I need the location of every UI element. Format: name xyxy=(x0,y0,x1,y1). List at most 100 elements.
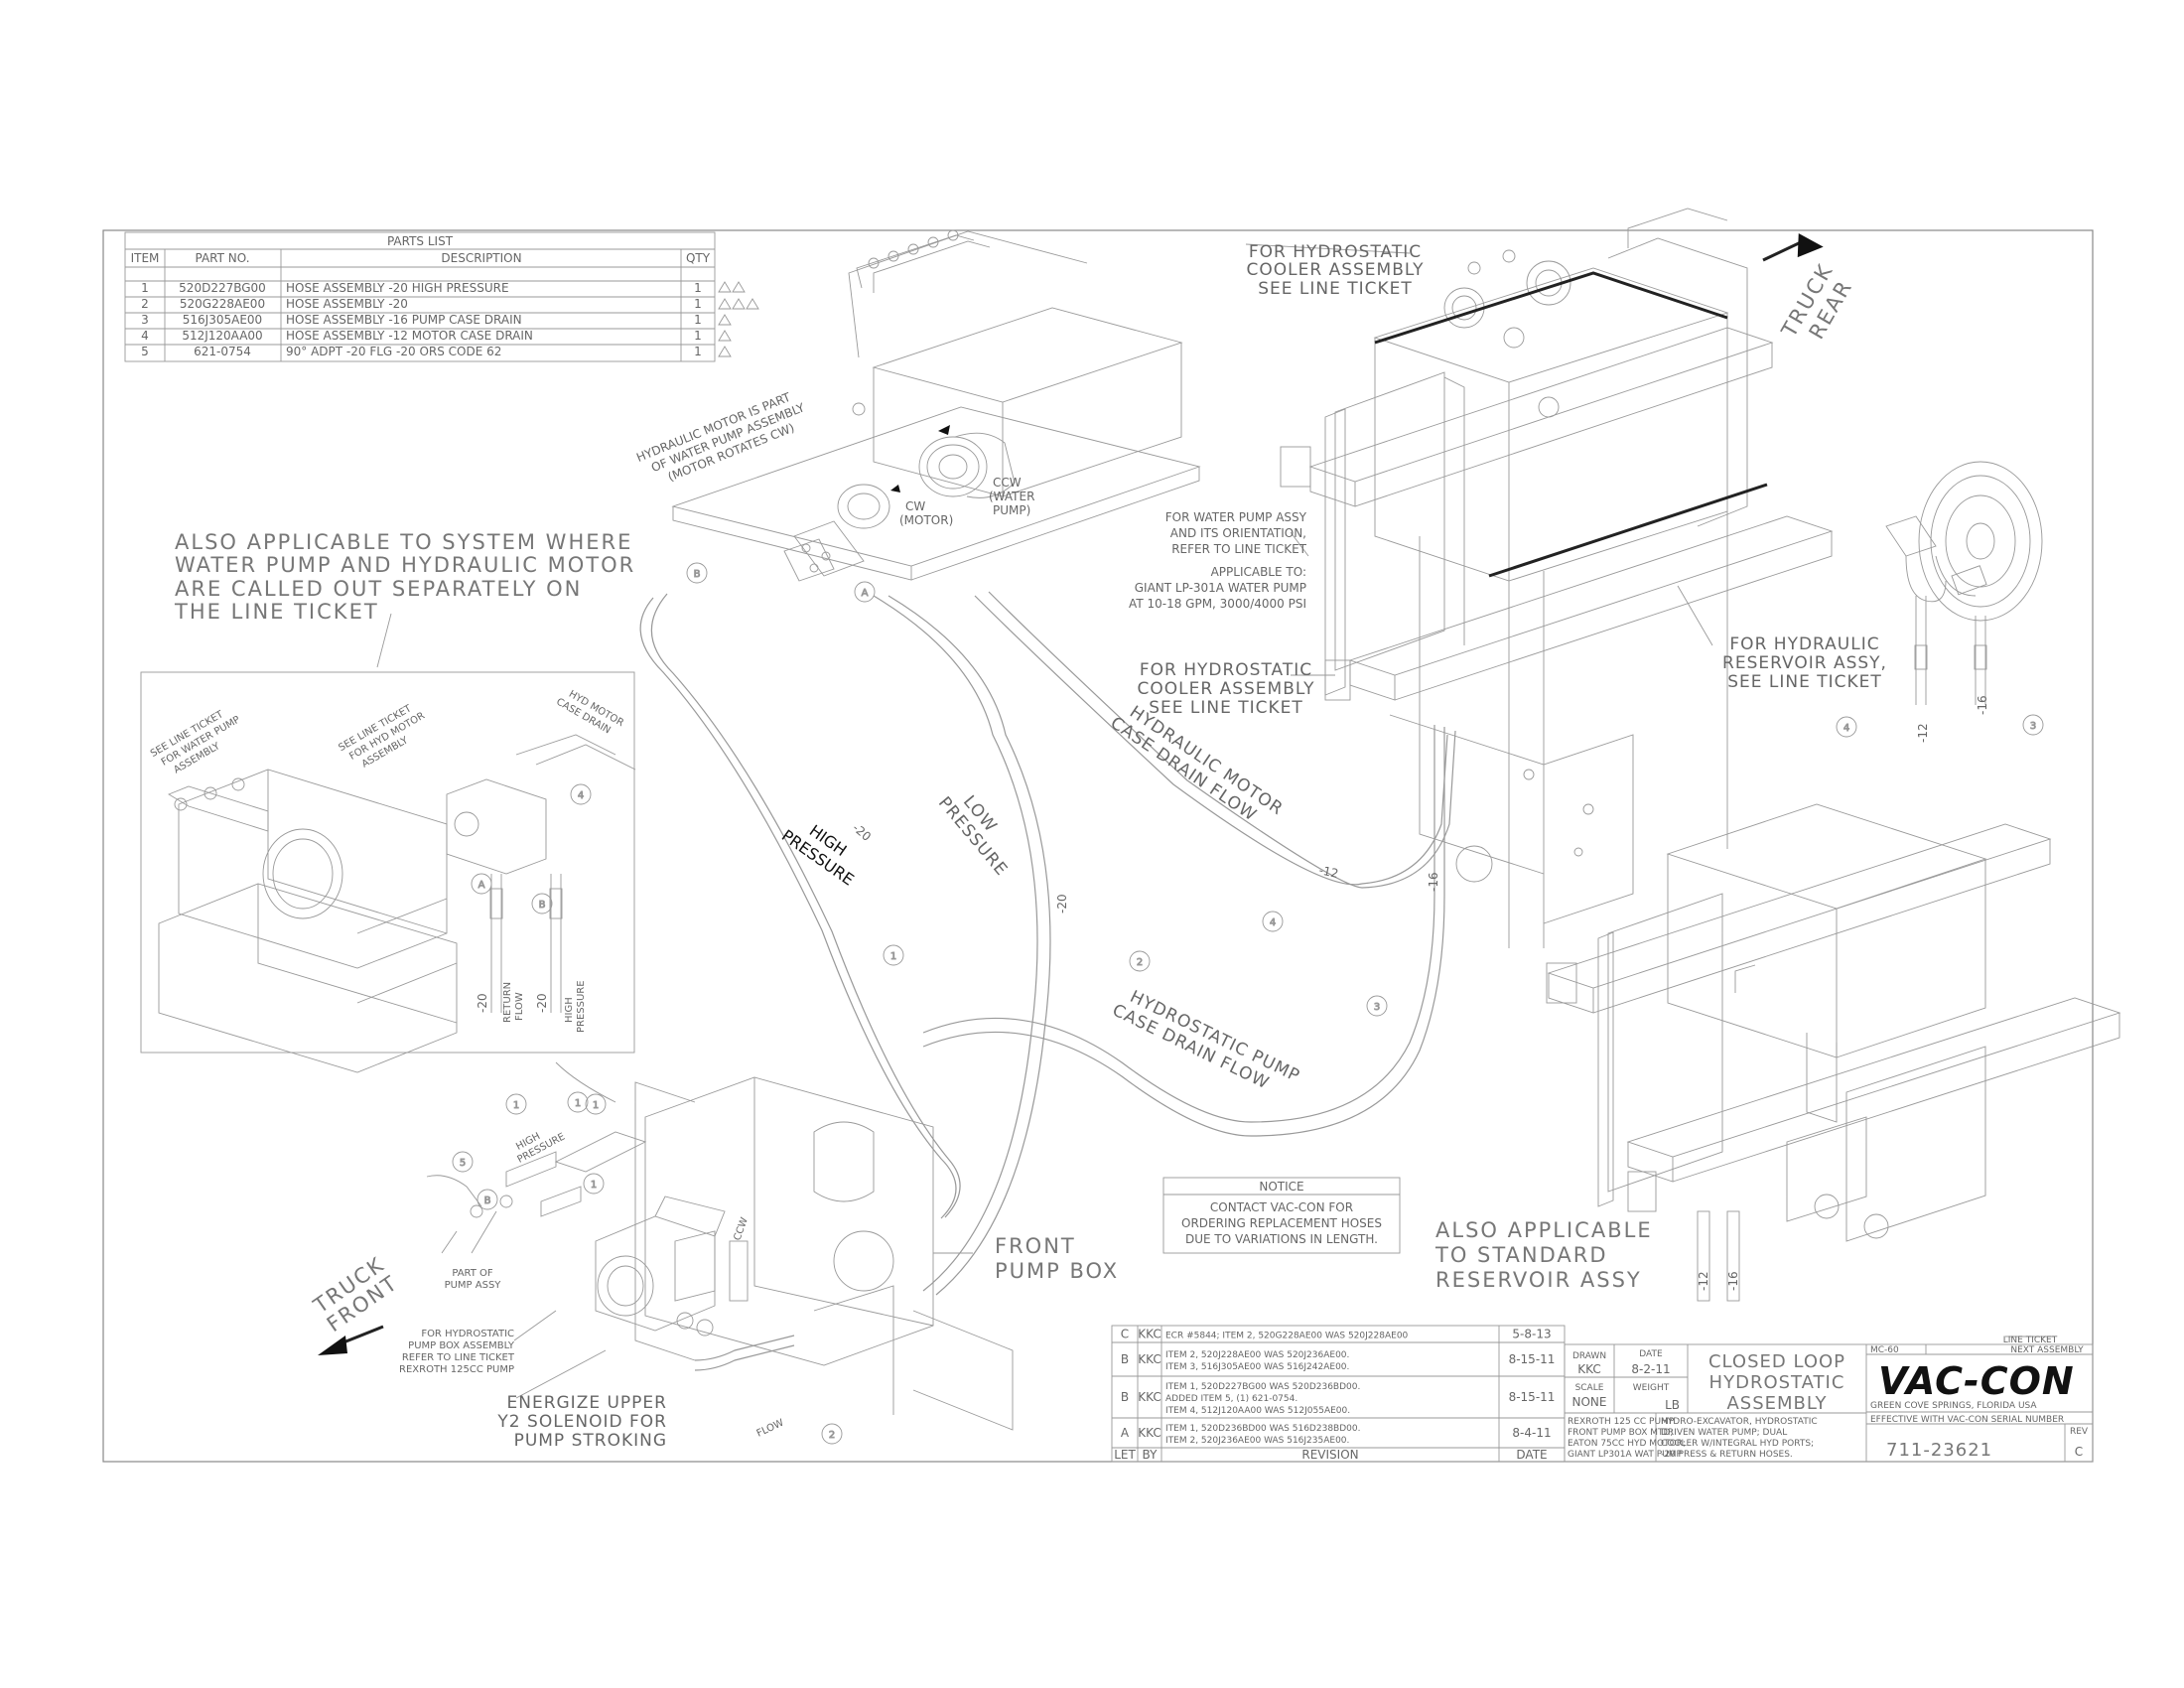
svg-text:DATE: DATE xyxy=(1516,1448,1547,1462)
revision-text: ADDED ITEM 5, (1) 621-0754. xyxy=(1165,1394,1297,1404)
svg-text:-16: -16 xyxy=(1427,872,1440,892)
svg-text:-20: -20 xyxy=(1055,894,1069,914)
revision-text: ITEM 2, 520J228AE00 WAS 520J236AE00. xyxy=(1165,1350,1349,1360)
hydrostatic-pump xyxy=(426,1131,749,1336)
svg-text:FRONT: FRONT xyxy=(995,1234,1076,1258)
callout-label: 3 xyxy=(1374,1002,1380,1013)
svg-text:PART OF: PART OF xyxy=(452,1268,493,1279)
callout-bubble xyxy=(883,944,904,966)
svg-text:REFER TO LINE TICKET: REFER TO LINE TICKET xyxy=(402,1352,515,1363)
parts-row-description: 90° ADPT -20 FLG -20 ORS CODE 62 xyxy=(286,345,501,358)
svg-text:HYDRAULIC MOTOR: HYDRAULIC MOTOR xyxy=(1126,702,1287,819)
svg-text:ALSO APPLICABLE: ALSO APPLICABLE xyxy=(1435,1218,1653,1242)
revision-letter: C xyxy=(1121,1328,1129,1341)
svg-text:FOR HYDROSTATIC: FOR HYDROSTATIC xyxy=(1249,242,1422,262)
parts-row-description: HOSE ASSEMBLY -12 MOTOR CASE DRAIN xyxy=(286,329,533,343)
inset-text-drain: HYD MOTOR CASE DRAIN xyxy=(554,689,625,737)
parts-row-item: 2 xyxy=(141,297,149,311)
parts-row-item: 1 xyxy=(141,281,149,295)
callout-bubble xyxy=(583,1173,605,1195)
callout-bubble xyxy=(1262,911,1284,932)
svg-text:PUMP BOX ASSEMBLY: PUMP BOX ASSEMBLY xyxy=(408,1340,515,1351)
svg-text:711-23621: 711-23621 xyxy=(1886,1440,1992,1461)
callout-label: 3 xyxy=(2030,721,2036,732)
svg-text:CW: CW xyxy=(905,499,925,513)
callout-label: B xyxy=(694,569,701,580)
callout-bubble xyxy=(505,1093,527,1115)
svg-text:COOLER W/INTEGRAL HYD PORTS;: COOLER W/INTEGRAL HYD PORTS; xyxy=(1661,1439,1814,1449)
callout-label: 1 xyxy=(575,1098,581,1109)
svg-text:FRONT PUMP BOX MTD;: FRONT PUMP BOX MTD; xyxy=(1568,1428,1673,1438)
parts-header-qty: QTY xyxy=(686,251,711,265)
svg-text:-16: -16 xyxy=(1976,695,1989,715)
callout-label: 1 xyxy=(591,1180,597,1191)
revision-text: ITEM 1, 520D236BD00 WAS 516D238BD00. xyxy=(1165,1424,1360,1434)
parts-row-description: HOSE ASSEMBLY -20 xyxy=(286,297,408,311)
callout-bubble xyxy=(1836,716,1857,738)
parts-row-item: 5 xyxy=(141,345,149,358)
svg-text:EATON 75CC HYD MOTOR;: EATON 75CC HYD MOTOR; xyxy=(1568,1439,1686,1449)
svg-text:PUMP ASSY: PUMP ASSY xyxy=(445,1280,502,1291)
parts-row-qty: 1 xyxy=(694,297,702,311)
parts-row-part-no: 520G228AE00 xyxy=(180,297,265,311)
svg-text:SEE LINE TICKET: SEE LINE TICKET xyxy=(1258,279,1413,299)
parts-row-qty: 1 xyxy=(694,345,702,358)
svg-text:Y2 SOLENOID FOR: Y2 SOLENOID FOR xyxy=(496,1412,667,1432)
parts-row-part-no: 520D227BG00 xyxy=(179,281,266,295)
callout-bubble xyxy=(1366,995,1388,1017)
parts-row-part-no: 516J305AE00 xyxy=(183,313,262,327)
svg-text:C: C xyxy=(2075,1445,2083,1459)
standard-reservoir-assembly xyxy=(1546,803,2121,1302)
svg-text:EFFECTIVE WITH VAC-CON SERIAL: EFFECTIVE WITH VAC-CON SERIAL NUMBER xyxy=(1870,1415,2064,1425)
callout-bubble xyxy=(585,1093,607,1115)
svg-text:WATER PUMP AND HYDRAULIC MOTOR: WATER PUMP AND HYDRAULIC MOTOR xyxy=(175,553,635,577)
svg-text:REVISION: REVISION xyxy=(1301,1448,1358,1462)
revision-letter: B xyxy=(1121,1390,1129,1404)
svg-text:PUMP STROKING: PUMP STROKING xyxy=(514,1431,667,1451)
note-also-system: ALSO APPLICABLE TO SYSTEM WHERE WATER PU… xyxy=(174,530,635,624)
svg-text:SEE LINE TICKET: SEE LINE TICKET xyxy=(1149,698,1303,718)
note-hyd-motor-part: HYDRAULIC MOTOR IS PART OF WATER PUMP AS… xyxy=(634,390,807,485)
callout-label: 4 xyxy=(578,790,584,801)
cooler-top-edge xyxy=(1374,271,1728,345)
svg-text:FLOW: FLOW xyxy=(514,992,525,1021)
svg-text:REFER TO LINE TICKET: REFER TO LINE TICKET xyxy=(1171,542,1306,556)
parts-row-description: HOSE ASSEMBLY -16 PUMP CASE DRAIN xyxy=(286,313,522,327)
inset-text-water: SEE LINE TICKET FOR WATER PUMP ASSEMBLY xyxy=(149,709,242,776)
callout-bubble xyxy=(567,1091,589,1113)
svg-text:COOLER ASSEMBLY: COOLER ASSEMBLY xyxy=(1247,260,1425,280)
svg-text:(MOTOR): (MOTOR) xyxy=(899,513,953,527)
label-low-pressure: LOW PRESSURE xyxy=(934,792,1012,881)
svg-text:RETURN: RETURN xyxy=(502,982,513,1023)
svg-text:NOTICE: NOTICE xyxy=(1259,1180,1303,1194)
front-pump-box xyxy=(555,1061,1014,1431)
revision-date: 8-15-11 xyxy=(1509,1390,1556,1404)
svg-text:LINE TICKET: LINE TICKET xyxy=(2003,1336,2058,1345)
callout-label: 4 xyxy=(1843,723,1849,734)
svg-text:TO STANDARD: TO STANDARD xyxy=(1434,1243,1608,1267)
svg-text:FOR HYDRAULIC: FOR HYDRAULIC xyxy=(1729,634,1879,654)
motor-case-drain-hose xyxy=(974,591,1456,889)
parts-row-part-no: 621-0754 xyxy=(194,345,251,358)
svg-text:REXROTH 125 CC PUMP: REXROTH 125 CC PUMP xyxy=(1568,1417,1675,1427)
label-ccw-pump: CCW xyxy=(732,1216,751,1242)
note-part-of-pump: PART OF PUMP ASSY xyxy=(445,1268,502,1291)
label-cw-motor: CW (MOTOR) xyxy=(899,499,953,527)
parts-list-table: PARTS LIST ITEM PART NO. DESCRIPTION QTY… xyxy=(124,231,759,362)
label-ccw-water: CCW (WATER PUMP) xyxy=(989,476,1034,517)
revision-by: KKC xyxy=(1138,1426,1160,1440)
callout-label: B xyxy=(539,900,546,911)
revision-by: KKC xyxy=(1138,1352,1160,1366)
truck-rear-arrow xyxy=(1762,240,1802,262)
svg-text:CONTACT VAC-CON FOR: CONTACT VAC-CON FOR xyxy=(1210,1200,1353,1214)
callout-bubble xyxy=(686,562,708,584)
callout-bubble xyxy=(570,783,592,805)
revision-date: 5-8-13 xyxy=(1512,1328,1551,1341)
parts-row-qty: 1 xyxy=(694,281,702,295)
parts-row-item: 4 xyxy=(141,329,149,343)
high-pressure-hose xyxy=(639,593,961,1219)
svg-text:DUE TO VARIATIONS IN LENGTH.: DUE TO VARIATIONS IN LENGTH. xyxy=(1185,1232,1378,1246)
note-truck-front: TRUCK FRONT xyxy=(309,1252,403,1336)
svg-text:ASSEMBLY: ASSEMBLY xyxy=(1726,1393,1827,1414)
